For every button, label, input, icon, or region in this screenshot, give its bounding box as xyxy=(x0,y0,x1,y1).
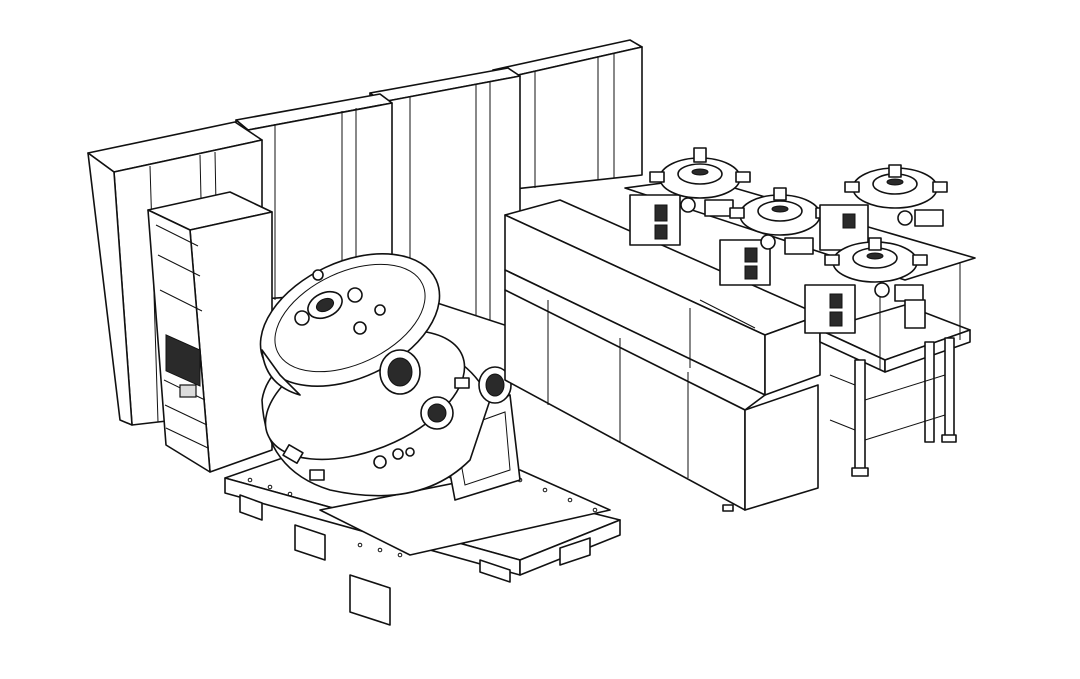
cluster-station xyxy=(804,237,928,334)
enclosure-foot xyxy=(722,504,734,512)
vacuum-chamber xyxy=(259,253,521,501)
cluster-station xyxy=(719,187,831,286)
cluster-stations xyxy=(629,147,948,334)
long-enclosure xyxy=(504,199,821,512)
bolt-holes xyxy=(247,477,598,558)
cluster-station xyxy=(819,164,948,251)
electronics-rack xyxy=(147,191,273,473)
rack-panel xyxy=(165,334,201,387)
chamber-ports xyxy=(282,269,512,481)
cluster-station xyxy=(629,147,751,246)
rack-module xyxy=(179,384,197,398)
